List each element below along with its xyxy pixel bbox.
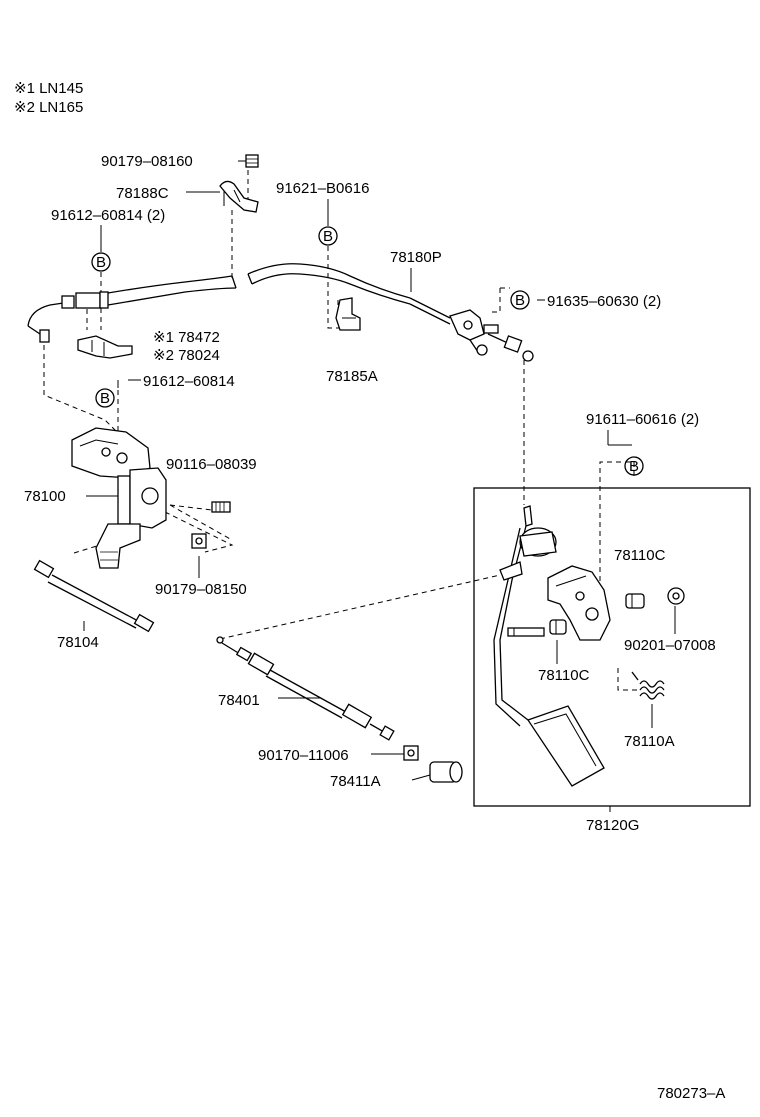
label-90179-08160[interactable]: 90179–08160 (101, 153, 193, 170)
spring-78110A[interactable] (631, 671, 665, 700)
actuator-78100[interactable] (71, 427, 167, 569)
marker-letter: B (100, 390, 110, 407)
marker-letter: B (323, 228, 333, 245)
grommet-78411A[interactable] (429, 761, 463, 783)
label-78185A[interactable]: 78185A (326, 368, 378, 385)
label-78188C[interactable]: 78188C (116, 185, 169, 202)
label-78472[interactable]: ※1 78472 (153, 329, 220, 346)
label-78180P[interactable]: 78180P (390, 249, 442, 266)
nut-90170-11006[interactable] (403, 745, 419, 761)
clamp-78188C[interactable] (219, 180, 259, 213)
label-78401[interactable]: 78401 (218, 692, 260, 709)
pedal-bracket[interactable] (547, 565, 611, 641)
legend-note-2: ※2 LN165 (14, 99, 83, 116)
label-78110C-lower[interactable]: 78110C (538, 667, 590, 684)
label-78411A[interactable]: 78411A (330, 773, 381, 790)
marker-letter: B (515, 292, 525, 309)
nut-90179-08150[interactable] (191, 533, 207, 549)
cable-78180P[interactable] (27, 263, 534, 362)
pedal-78120G[interactable] (493, 505, 605, 787)
leader-lines (83, 160, 676, 812)
label-90170-11006[interactable]: 90170–11006 (258, 747, 349, 764)
label-78100[interactable]: 78100 (24, 488, 66, 505)
bracket-78472-78024[interactable] (77, 335, 133, 359)
label-78110C-upper[interactable]: 78110C (614, 547, 666, 564)
stud-90116-08039[interactable] (211, 501, 231, 513)
marker-b-cable-clip[interactable]: B (91, 252, 111, 272)
rod-78104[interactable] (33, 559, 155, 633)
label-91612-60814[interactable]: 91612–60814 (143, 373, 235, 390)
pin-pedal-shaft[interactable] (507, 627, 545, 637)
label-91611-60616-2[interactable]: 91611–60616 (2) (586, 411, 699, 428)
label-90179-08150[interactable]: 90179–08150 (155, 581, 247, 598)
label-78104[interactable]: 78104 (57, 634, 99, 651)
diagram-code: 780273–A (657, 1085, 725, 1102)
marker-letter: B (96, 254, 106, 271)
label-90116-08039[interactable]: 90116–08039 (166, 456, 257, 473)
clip-90201-07008[interactable] (667, 587, 685, 605)
pedal-assembly-frame (473, 487, 751, 807)
label-78024[interactable]: ※2 78024 (153, 347, 220, 364)
cable-78401[interactable] (216, 636, 395, 741)
marker-b-bracket[interactable]: B (318, 226, 338, 246)
label-91612-60814-2[interactable]: 91612–60814 (2) (51, 207, 165, 224)
label-90201-07008[interactable]: 90201–07008 (624, 637, 716, 654)
bushing-78110C-upper[interactable] (625, 593, 645, 609)
marker-b-actuator[interactable]: B (95, 388, 115, 408)
label-78110A[interactable]: 78110A (624, 733, 675, 750)
label-78120G[interactable]: 78120G (586, 817, 639, 834)
label-91621-B0616[interactable]: 91621–B0616 (276, 180, 369, 197)
label-91635-60630-2[interactable]: 91635–60630 (2) (547, 293, 661, 310)
bushing-78110C-lower[interactable] (549, 619, 567, 635)
assembly-guides (43, 170, 640, 691)
bracket-78185A[interactable] (335, 297, 361, 331)
nut-90179-08160[interactable] (245, 154, 259, 168)
legend-note-1: ※1 LN145 (14, 80, 83, 97)
marker-b-pedal-bolt[interactable]: B (510, 290, 530, 310)
